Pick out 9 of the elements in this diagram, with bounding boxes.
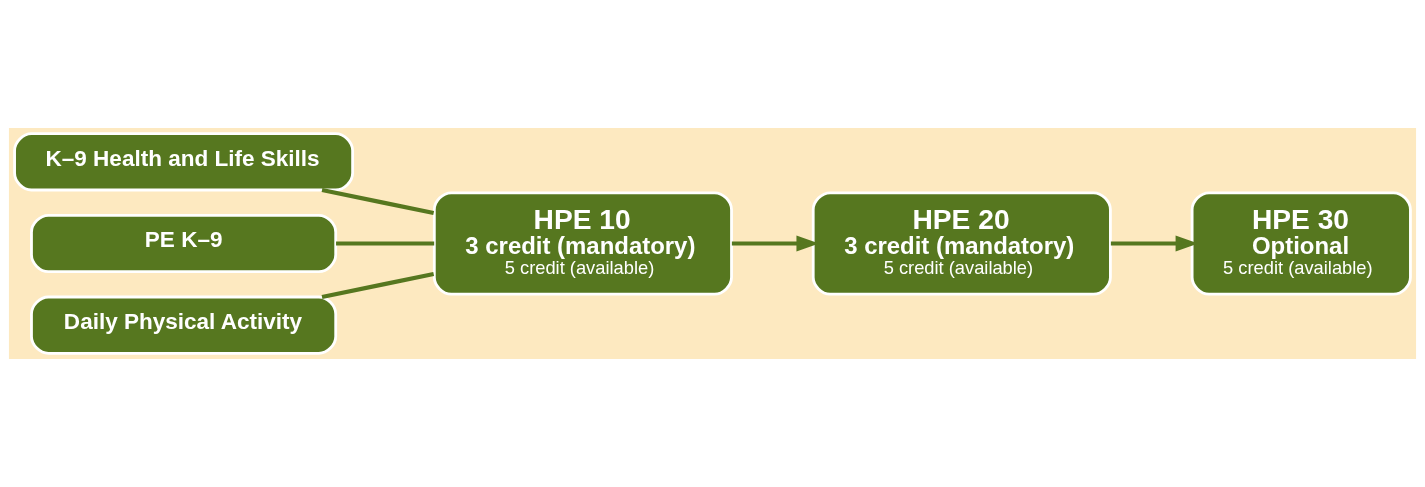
node-box: Daily Physical Activity xyxy=(30,295,338,355)
connector xyxy=(321,271,435,300)
node-box: PE K–9 xyxy=(30,213,338,274)
node-box: HPE 10 3 credit (mandatory) 5 credit (available) xyxy=(432,191,733,296)
connector xyxy=(336,241,435,246)
node-box: HPE 30 Optional 5 credit (available) xyxy=(1190,191,1412,296)
node-box: K–9 Health and Life Skills xyxy=(13,132,355,192)
node-box: HPE 20 3 credit (mandatory) 5 credit (available) xyxy=(811,191,1112,296)
connector xyxy=(321,187,435,216)
